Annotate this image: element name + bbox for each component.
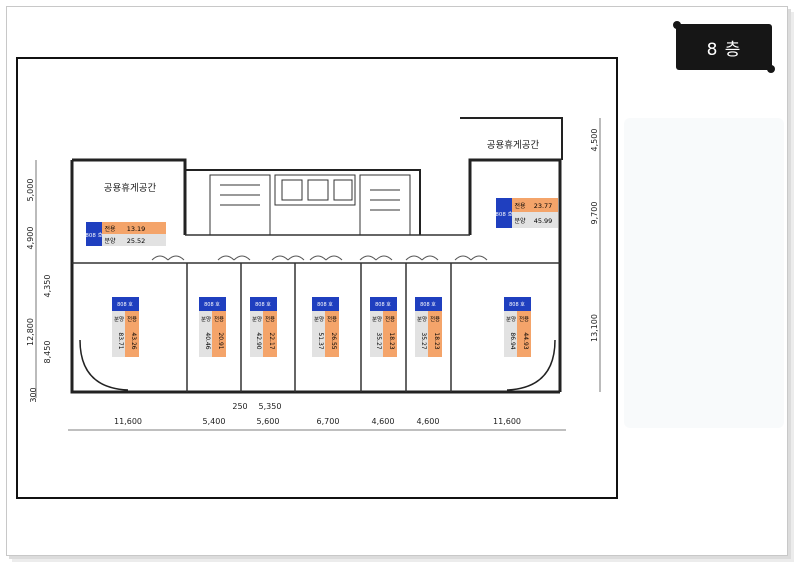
unit-partitions: [186, 263, 452, 392]
label-exclusive: 전용: [104, 225, 116, 233]
dims-left: 5,000 4,900 4,350 12,800 8,450 300: [26, 179, 52, 403]
background-panel: [624, 118, 784, 428]
dim-left-4: 12,800: [26, 318, 35, 346]
label-sale: 분양: [417, 315, 427, 323]
lower-curve: [79, 339, 556, 391]
label-sale: 분양: [201, 315, 211, 323]
unit-badge: 808 호: [509, 302, 525, 308]
label-exclusive: 전용: [265, 315, 275, 323]
unit-exclusive-area: 43.26: [130, 332, 137, 349]
unit-exclusive-area: 18.23: [388, 332, 395, 349]
unit-badge: 808 호: [204, 302, 220, 308]
dim-misc-5350: 5,350: [259, 402, 282, 411]
label-sale: 분양: [506, 315, 516, 323]
doors: [151, 255, 488, 261]
label-exclusive: 전용: [327, 315, 337, 323]
unit-exclusive-area: 22.17: [268, 332, 275, 349]
dim-bottom-7: 11,600: [493, 417, 521, 426]
unit-sale-area: 45.99: [534, 217, 553, 225]
unit-sale-area: 83.71: [117, 332, 124, 349]
dim-left-5: 8,450: [43, 341, 52, 364]
label-exclusive: 전용: [519, 315, 529, 323]
top-unit-right: 808 호 전용 분양 23.77 45.99: [495, 198, 558, 228]
label-exclusive: 전용: [430, 315, 440, 323]
dims-right: 4,500 9,700 13,100: [590, 129, 599, 342]
unit-exclusive-area: 13.19: [127, 225, 146, 233]
label-sale: 분양: [314, 315, 324, 323]
unit-badge: 808 호: [420, 302, 436, 308]
dim-left-2: 4,900: [26, 227, 35, 250]
label-sale: 분양: [104, 237, 116, 245]
outer-walls: [70, 117, 563, 394]
unit-badge: 808 호: [495, 211, 512, 218]
label-sale: 분양: [514, 217, 526, 225]
dimension-lines: [35, 118, 601, 431]
dim-left-6: 300: [29, 387, 38, 402]
unit-sale-area: 25.52: [127, 237, 146, 245]
label-exclusive: 전용: [214, 315, 224, 323]
label-exclusive: 전용: [127, 315, 137, 323]
unit-badge: 808 호: [85, 232, 102, 239]
dim-right-1: 4,500: [590, 129, 599, 152]
dim-bottom-5: 4,600: [372, 417, 395, 426]
dim-bottom-1: 11,600: [114, 417, 142, 426]
unit-exclusive-area: 18.23: [433, 332, 440, 349]
floor-plan-frame: [16, 57, 618, 499]
unit-badge: 808 호: [317, 302, 333, 308]
lounge-label-right: 공용휴게공간: [487, 140, 540, 151]
label-sale: 분양: [252, 315, 262, 323]
lounge-label-left: 공용휴게공간: [104, 183, 157, 194]
floor-label: 8 층: [673, 21, 775, 73]
dim-bottom-6: 4,600: [417, 417, 440, 426]
unit-sale-area: 51.37: [317, 332, 324, 349]
label-sale: 분양: [372, 315, 382, 323]
unit-sale-area: 35.27: [375, 332, 382, 349]
label-sale: 분양: [114, 315, 124, 323]
unit-sale-area: 35.27: [420, 332, 427, 349]
dim-bottom-3: 5,600: [257, 417, 280, 426]
unit-sale-area: 42.90: [255, 332, 262, 349]
unit-exclusive-area: 26.55: [330, 332, 337, 349]
dim-left-3: 4,350: [43, 275, 52, 298]
dim-left-1: 5,000: [26, 179, 35, 202]
unit-sale-area: 40.46: [204, 332, 211, 349]
label-exclusive: 전용: [385, 315, 395, 323]
dim-misc-250: 250: [232, 402, 247, 411]
label-exclusive: 전용: [514, 202, 526, 210]
building-core: [209, 174, 411, 236]
unit-exclusive-area: 23.77: [534, 202, 553, 210]
unit-exclusive-area: 44.93: [522, 332, 529, 349]
unit-sale-area: 86.94: [509, 332, 516, 349]
dim-right-2: 9,700: [590, 202, 599, 225]
dim-bottom-4: 6,700: [317, 417, 340, 426]
unit-badge: 808 호: [255, 302, 271, 308]
unit-exclusive-area: 20.91: [217, 332, 224, 349]
top-unit-left: 808 호 전용 분양 13.19 25.52: [85, 222, 166, 246]
dim-bottom-2: 5,400: [203, 417, 226, 426]
unit-badge: 808 호: [117, 302, 133, 308]
dim-right-3: 13,100: [590, 314, 599, 342]
dims-bottom: 11,600 5,400 5,600 6,700 4,600 4,600 11,600: [114, 417, 521, 426]
unit-badge: 808 호: [375, 302, 391, 308]
